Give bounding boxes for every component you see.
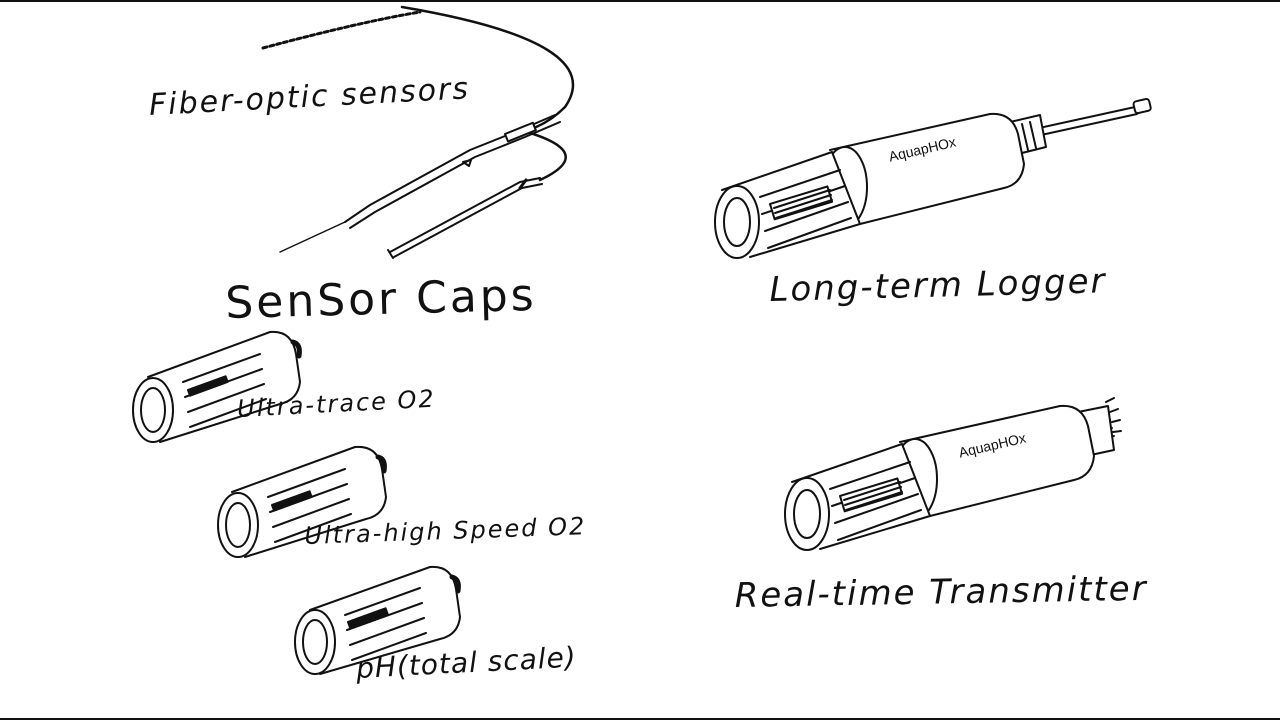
sensor-caps-heading: SenSor Caps <box>224 269 538 329</box>
ph-cap-drawing <box>294 565 461 675</box>
long-term-logger-drawing <box>714 97 1152 259</box>
real-time-transmitter-label: Real-time Transmitter <box>734 568 1148 616</box>
ultra-trace-cap-drawing <box>132 330 302 443</box>
real-time-transmitter-drawing <box>784 397 1122 551</box>
fiber-optic-sensors-drawing <box>261 5 575 259</box>
ultra-high-speed-cap-drawing <box>217 445 387 558</box>
